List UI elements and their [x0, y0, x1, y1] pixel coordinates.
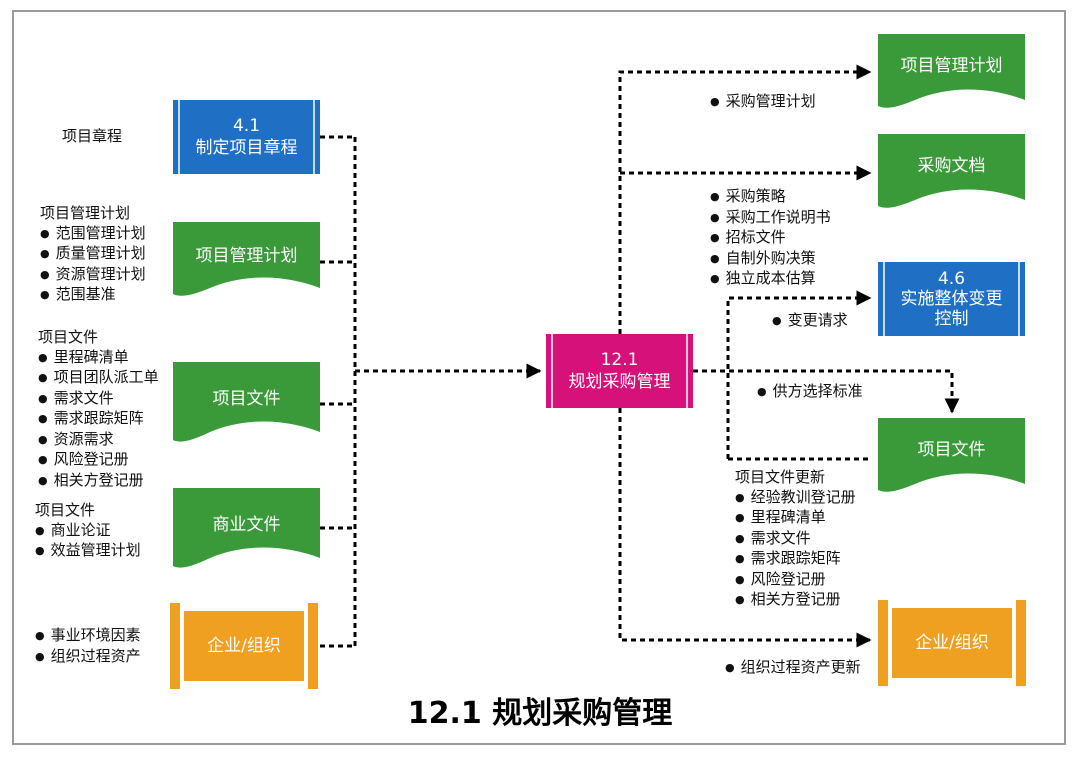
- list-item: 采购管理计划: [710, 92, 816, 113]
- scroll-shape-icon: [170, 603, 318, 689]
- process-bar-icon: [551, 334, 688, 408]
- output-opa-scroll: 企业/组织: [878, 600, 1026, 686]
- list-item: 事业环境因素: [35, 626, 141, 647]
- output-docs-document: 项目文件: [878, 418, 1025, 498]
- output-docs-label: 项目文件: [917, 440, 986, 460]
- output-procdocs-label: 采购文档: [917, 156, 986, 176]
- list-item: 自制外购决策: [710, 249, 831, 270]
- list-item: 质量管理计划: [40, 244, 146, 265]
- list-item: 需求文件: [38, 389, 159, 410]
- connector-out-plan: [618, 64, 872, 334]
- list-item: 相关方登记册: [38, 471, 159, 492]
- list-item: 采购策略: [710, 187, 831, 208]
- input-charter-process: 4.1 制定项目章程: [173, 100, 320, 174]
- input-eef-label: 企业/组织: [207, 636, 281, 656]
- document-shape-icon: [173, 488, 320, 568]
- output-plan-label: 项目管理计划: [900, 56, 1003, 76]
- list-item: 经验教训登记册: [735, 488, 856, 509]
- list-item: 组织过程资产: [35, 647, 141, 668]
- document-shape-icon: [173, 222, 320, 296]
- list-item: 需求跟踪矩阵: [735, 549, 856, 570]
- note-heading: 项目管理计划: [40, 204, 131, 222]
- scroll-shape-icon: [878, 600, 1026, 686]
- note-out-opa: 组织过程资产更新: [725, 658, 861, 679]
- note-out-plan: 采购管理计划: [710, 92, 816, 113]
- document-shape-icon: [173, 362, 320, 442]
- list-item: 项目团队派工单: [38, 368, 159, 389]
- input-docs-label: 项目文件: [212, 389, 281, 409]
- diagram-frame: [12, 10, 1066, 745]
- note-out-procdocs: 采购策略 采购工作说明书 招标文件 自制外购决策 独立成本估算: [710, 187, 831, 290]
- connector-out-opa: [618, 408, 872, 648]
- output-change-label: 4.6 实施整体变更 控制: [900, 269, 1003, 329]
- list-item: 供方选择标准: [757, 382, 863, 403]
- output-opa-label: 企业/组织: [915, 633, 989, 653]
- input-business-document: 商业文件: [173, 488, 320, 574]
- note-out-change: 变更请求: [772, 311, 848, 332]
- input-eef-scroll: 企业/组织: [170, 603, 318, 689]
- note-charter: 项目章程: [62, 127, 122, 147]
- list-item: 里程碑清单: [38, 348, 159, 369]
- list-item: 采购工作说明书: [710, 208, 831, 229]
- list-item: 里程碑清单: [735, 508, 856, 529]
- list-item: 独立成本估算: [710, 269, 831, 290]
- document-shape-icon: [878, 134, 1025, 208]
- note-heading: 项目章程: [62, 127, 123, 145]
- list-item: 招标文件: [710, 228, 831, 249]
- connector-out-change: [726, 290, 872, 459]
- list-item: 资源管理计划: [40, 265, 146, 286]
- input-charter-label: 4.1 制定项目章程: [195, 116, 298, 158]
- process-box: 12.1 规划采购管理: [546, 334, 693, 408]
- note-eef: 事业环境因素 组织过程资产: [35, 626, 141, 667]
- note-heading: 项目文件更新: [735, 468, 826, 486]
- process-bar-icon: [883, 262, 1020, 336]
- process-number: 12.1: [600, 350, 639, 370]
- output-procdocs-document: 采购文档: [878, 134, 1025, 214]
- list-item: 风险登记册: [735, 570, 856, 591]
- list-item: 商业论证: [35, 521, 141, 542]
- input-plan-document: 项目管理计划: [173, 222, 320, 302]
- list-item: 变更请求: [772, 311, 848, 332]
- document-shape-icon: [878, 418, 1025, 492]
- input-business-label: 商业文件: [212, 515, 281, 535]
- list-item: 相关方登记册: [735, 590, 856, 611]
- output-change-process: 4.6 实施整体变更 控制: [878, 262, 1025, 336]
- input-plan-label: 项目管理计划: [195, 246, 298, 266]
- list-item: 资源需求: [38, 430, 159, 451]
- list-item: 需求文件: [735, 529, 856, 550]
- document-shape-icon: [878, 34, 1025, 108]
- note-business: 项目文件 商业论证 效益管理计划: [35, 501, 141, 562]
- list-item: 组织过程资产更新: [725, 658, 861, 679]
- output-plan-document: 项目管理计划: [878, 34, 1025, 114]
- note-heading: 项目文件: [35, 501, 96, 519]
- note-out-criteria: 供方选择标准: [757, 382, 863, 403]
- note-out-docs: 项目文件更新 经验教训登记册 里程碑清单 需求文件 需求跟踪矩阵 风险登记册 相…: [735, 468, 856, 611]
- list-item: 风险登记册: [38, 450, 159, 471]
- list-item: 效益管理计划: [35, 541, 141, 562]
- note-heading: 项目文件: [38, 328, 99, 346]
- list-item: 范围管理计划: [40, 224, 146, 245]
- list-item: 需求跟踪矩阵: [38, 409, 159, 430]
- process-bar-icon: [178, 100, 315, 174]
- note-docs: 项目文件 里程碑清单 项目团队派工单 需求文件 需求跟踪矩阵 资源需求 风险登记…: [38, 328, 159, 491]
- note-plan: 项目管理计划 范围管理计划 质量管理计划 资源管理计划 范围基准: [40, 204, 146, 306]
- diagram-title: 12.1 规划采购管理: [407, 696, 673, 731]
- list-item: 范围基准: [40, 285, 146, 306]
- process-name: 规划采购管理: [568, 372, 671, 392]
- input-docs-document: 项目文件: [173, 362, 320, 448]
